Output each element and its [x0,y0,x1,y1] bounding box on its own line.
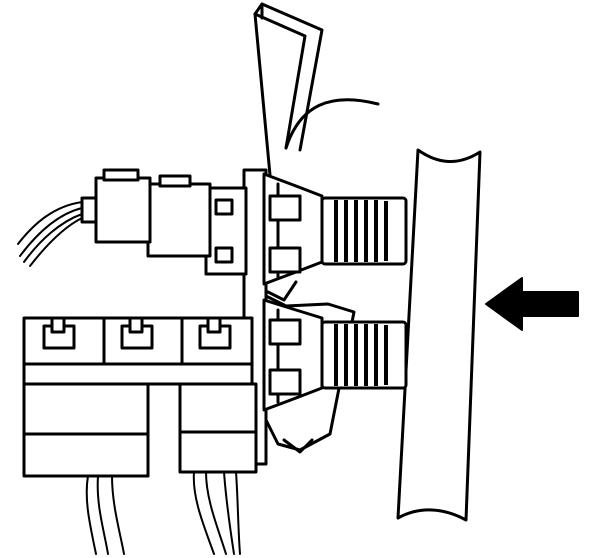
upper-sensor-switch [262,172,408,286]
mounting-bracket [253,2,380,177]
upper-wire-connector [17,168,248,276]
upper-connector-wires [17,201,83,267]
lower-connector-block [22,316,258,555]
upper-switch-thread [334,200,388,262]
lower-switch-thread [334,324,388,386]
mounting-plate [396,148,482,522]
left-arrow-icon [485,277,579,331]
lower-connector-wires [85,471,241,555]
lower-sensor-switch [262,280,408,454]
